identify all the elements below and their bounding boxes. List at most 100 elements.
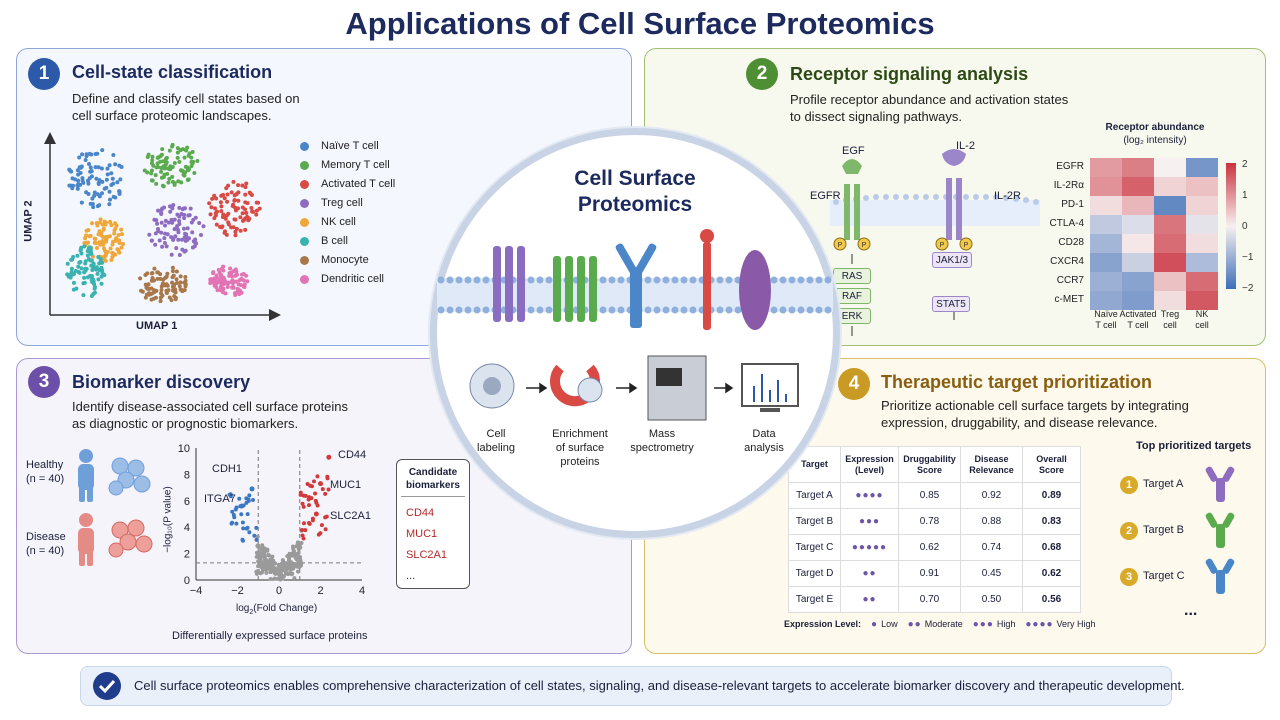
umap-point — [79, 266, 84, 271]
umap-point — [223, 216, 228, 221]
y-tick: 0 — [184, 575, 190, 587]
umap-point — [149, 297, 154, 302]
umap-y-label: UMAP 2 — [22, 200, 35, 242]
umap-point — [118, 177, 123, 182]
table-cell-dots: ●●● — [840, 508, 899, 535]
umap-point — [179, 180, 184, 185]
umap-point — [243, 185, 248, 190]
umap-point — [152, 266, 157, 271]
umap-point — [243, 192, 248, 197]
umap-point — [147, 232, 152, 237]
volcano-point — [278, 571, 283, 576]
umap-point — [174, 246, 179, 251]
heatmap-colorbar — [1226, 163, 1236, 289]
legend-swatch — [300, 255, 309, 265]
umap-point — [212, 193, 217, 198]
umap-point — [209, 205, 214, 210]
volcano-point-up — [324, 514, 329, 519]
candidate-item: SLC2A1 — [406, 549, 447, 561]
volcano-point-up — [300, 533, 305, 538]
umap-point — [119, 232, 124, 237]
umap-point — [150, 154, 155, 159]
table-cell-target: Target E — [788, 586, 841, 613]
umap-point — [183, 231, 188, 236]
umap-point — [168, 209, 173, 214]
volcano-point — [290, 544, 295, 549]
heatmap-row-label: PD-1 — [1061, 199, 1084, 210]
umap-point — [170, 174, 175, 179]
umap-point — [155, 221, 160, 226]
target-receptor-icon — [1205, 512, 1235, 548]
il2-ligand-icon — [942, 149, 966, 166]
umap-x-label: UMAP 1 — [136, 320, 178, 332]
umap-point — [101, 234, 106, 239]
umap-point — [170, 179, 175, 184]
rank-badge: 2 — [1120, 522, 1138, 540]
umap-point — [190, 230, 195, 235]
umap-point — [185, 177, 190, 182]
umap-point — [215, 209, 220, 214]
umap-point — [153, 295, 158, 300]
umap-point — [230, 278, 235, 283]
umap-point — [99, 166, 104, 171]
umap-point — [225, 280, 230, 285]
patient-icons — [78, 449, 153, 566]
label-cd44: CD44 — [338, 449, 367, 461]
umap-point — [242, 217, 247, 222]
table-cell-overall: 0.68 — [1022, 534, 1081, 561]
volcano-point-down — [250, 498, 255, 503]
umap-point — [75, 253, 80, 258]
umap-point — [182, 235, 187, 240]
table-cell-dots: ●● — [840, 586, 899, 613]
umap-point — [242, 285, 247, 290]
umap-point — [164, 160, 169, 165]
volcano-point — [279, 568, 284, 573]
x-tick: 0 — [276, 585, 282, 597]
umap-point — [160, 147, 165, 152]
umap-point — [70, 176, 75, 181]
umap-point — [82, 275, 87, 280]
umap-point — [194, 241, 199, 246]
umap-point — [177, 159, 182, 164]
umap-point — [175, 224, 180, 229]
volcano-point-down — [240, 520, 245, 525]
table-header: Expression(Level) — [840, 446, 899, 483]
umap-point — [221, 290, 226, 295]
umap-point — [191, 159, 196, 164]
umap-point — [241, 271, 246, 276]
heatmap-cell — [1122, 215, 1154, 234]
labeled-cell-icon — [469, 363, 515, 409]
legend-swatch — [300, 141, 309, 151]
legend-item: ●●Moderate — [907, 619, 963, 630]
table-cell-drug: 0.85 — [898, 482, 961, 509]
volcano-point-up — [301, 521, 306, 526]
umap-point — [71, 254, 76, 259]
umap-point — [221, 286, 226, 291]
legend-swatch — [300, 236, 309, 246]
umap-point — [159, 287, 164, 292]
umap-point — [170, 275, 175, 280]
table-cell-overall: 0.89 — [1022, 482, 1081, 509]
heatmap-cell — [1090, 196, 1122, 215]
umap-point — [238, 228, 243, 233]
umap-point — [88, 165, 93, 170]
umap-point — [94, 246, 99, 251]
heatmap-cell — [1154, 196, 1186, 215]
svg-text:P: P — [964, 242, 969, 249]
volcano-point — [268, 576, 273, 581]
umap-point — [161, 281, 166, 286]
umap-point — [80, 152, 85, 157]
label-itga7: ITGA7 — [204, 493, 236, 505]
umap-point — [219, 225, 224, 230]
heatmap-cell — [1186, 234, 1218, 253]
umap-point — [109, 171, 114, 176]
umap-point — [158, 299, 163, 304]
volcano-point — [297, 544, 302, 549]
heatmap-cell — [1186, 177, 1218, 196]
disease-person-icon — [78, 513, 94, 566]
umap-point — [221, 268, 226, 273]
pathway-node: STAT5 — [932, 296, 970, 312]
umap-point — [174, 277, 179, 282]
umap-point — [240, 205, 245, 210]
umap-point — [88, 248, 93, 253]
